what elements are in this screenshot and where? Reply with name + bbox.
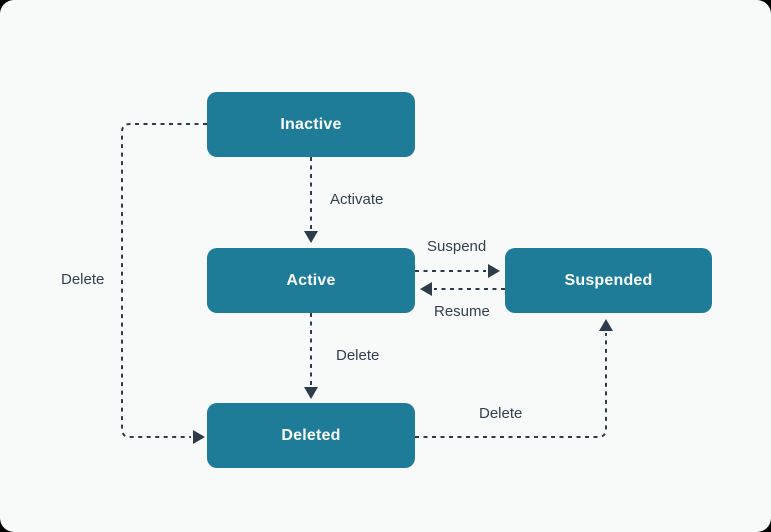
state-active-label: Active bbox=[286, 271, 336, 289]
arrowhead-suspended-active bbox=[420, 282, 432, 296]
edge-deleted-suspended bbox=[415, 333, 607, 438]
arrowhead-active-suspended bbox=[488, 264, 500, 278]
state-suspended: Suspended bbox=[505, 248, 712, 313]
state-deleted-label: Deleted bbox=[281, 426, 341, 444]
edge-label-delete-deleted-suspended: Delete bbox=[479, 405, 523, 422]
arrowhead-inactive-active bbox=[304, 231, 318, 243]
edge-label-delete-active-deleted: Delete bbox=[336, 347, 380, 364]
edge-label-resume: Resume bbox=[434, 303, 490, 320]
edge-label-suspend: Suspend bbox=[427, 238, 487, 255]
state-inactive-label: Inactive bbox=[280, 115, 342, 133]
state-active: Active bbox=[207, 248, 415, 313]
arrowhead-inactive-deleted bbox=[193, 430, 205, 444]
arrowhead-active-deleted bbox=[304, 387, 318, 399]
edge-inactive-deleted bbox=[121, 123, 207, 438]
edge-label-delete-inactive-deleted: Delete bbox=[61, 271, 105, 288]
state-deleted: Deleted bbox=[207, 403, 415, 468]
edge-label-activate: Activate bbox=[330, 191, 384, 208]
state-inactive: Inactive bbox=[207, 92, 415, 157]
state-suspended-label: Suspended bbox=[564, 271, 653, 289]
arrowhead-deleted-suspended bbox=[599, 319, 613, 331]
